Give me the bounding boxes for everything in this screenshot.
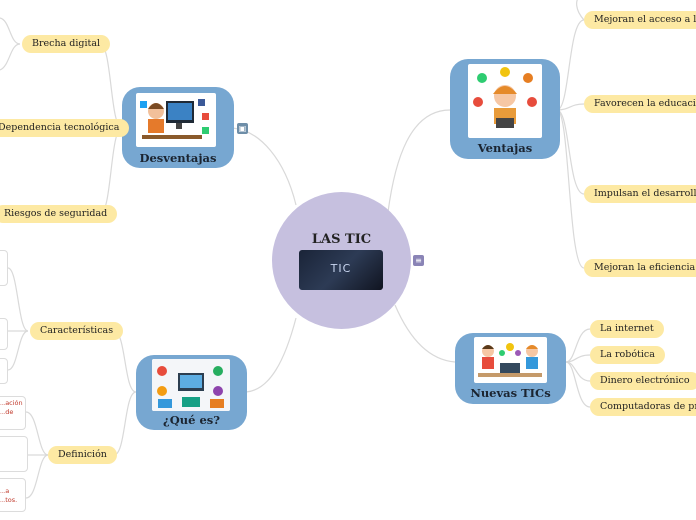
pill-computadoras-proposito[interactable]: Computadoras de propósito específico	[590, 398, 696, 416]
node-desventajas[interactable]: Desventajas	[122, 87, 234, 168]
central-topic-title: LAS TIC	[311, 232, 372, 247]
nuevas-tics-illustration	[474, 337, 547, 383]
node-ventajas[interactable]: Ventajas	[450, 59, 560, 159]
central-topic[interactable]: LAS TIC TIC	[272, 192, 411, 329]
node-ventajas-label: Ventajas	[477, 141, 533, 155]
node-desventajas-label: Desventajas	[139, 151, 217, 165]
pill-dinero-electronico[interactable]: Dinero electrónico	[590, 372, 696, 390]
pill-eficiencia-productividad[interactable]: Mejoran la eficiencia y productividad	[584, 259, 696, 277]
caracteristica-card[interactable]	[0, 250, 8, 286]
definicion-card[interactable]: ...a ...tos.	[0, 478, 26, 512]
definicion-card[interactable]: ...ación ...de	[0, 396, 26, 430]
pill-favorecen-educacion[interactable]: Favorecen la educación	[584, 95, 696, 113]
pill-la-robotica[interactable]: La robótica	[590, 346, 665, 364]
node-nuevas-tics-label: Nuevas TICs	[470, 386, 551, 400]
node-nuevas-tics[interactable]: Nuevas TICs	[455, 333, 566, 404]
pill-la-internet[interactable]: La internet	[590, 320, 664, 338]
caracteristica-card[interactable]	[0, 358, 8, 384]
que-es-illustration	[152, 359, 230, 411]
desventajas-illustration	[136, 93, 216, 147]
pill-definicion[interactable]: Definición	[48, 446, 117, 464]
pill-dependencia-tecnologica[interactable]: Dependencia tecnológica	[0, 119, 130, 137]
pill-acceso-informacion[interactable]: Mejoran el acceso a la información	[584, 11, 696, 29]
notes-icon[interactable]: ≡	[413, 255, 424, 266]
caracteristica-card[interactable]	[0, 318, 8, 350]
pill-caracteristicas[interactable]: Características	[30, 322, 124, 340]
definicion-card[interactable]	[0, 436, 28, 472]
pill-brecha-digital[interactable]: Brecha digital	[22, 35, 111, 53]
ventajas-illustration	[468, 64, 542, 138]
node-que-es-label: ¿Qué es?	[163, 413, 220, 427]
tic-image-caption: TIC	[330, 262, 352, 275]
pill-desarrollo-economico[interactable]: Impulsan el desarrollo económico	[584, 185, 696, 203]
tic-image: TIC	[299, 250, 383, 290]
pill-riesgos-seguridad[interactable]: Riesgos de seguridad	[0, 205, 118, 223]
node-que-es[interactable]: ¿Qué es?	[136, 355, 247, 430]
image-icon[interactable]: ▣	[237, 123, 248, 134]
